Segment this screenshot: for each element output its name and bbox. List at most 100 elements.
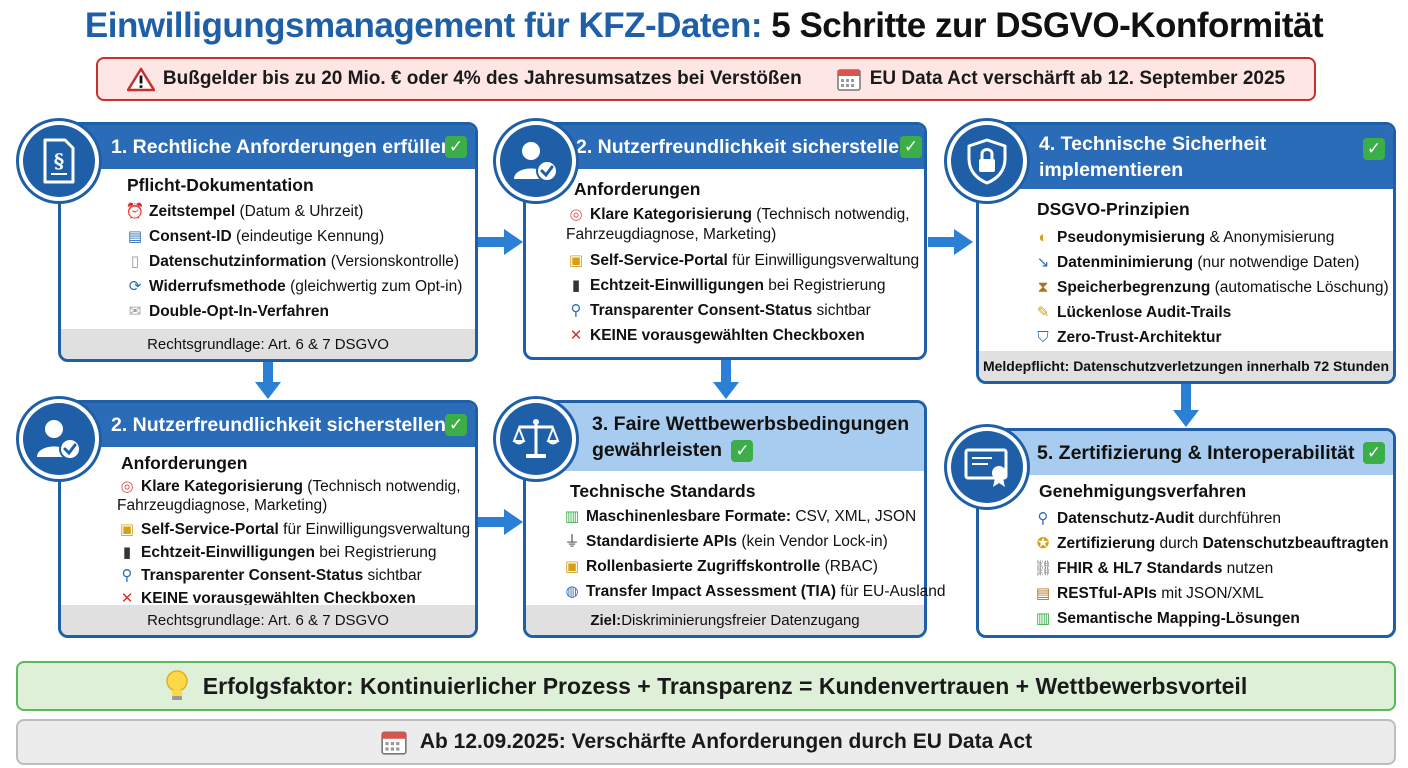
plug-icon: ⏚: [564, 533, 580, 550]
data-act-warning-text: EU Data Act verschärft ab 12. September …: [869, 68, 1286, 89]
card-step-2-bottom: 2. Nutzerfreundlichkeit sicherstellen ✓ …: [58, 400, 478, 638]
list-item: ▤Consent-ID (eindeutige Kennung): [125, 224, 462, 249]
card-step-2-bottom-list: ◎Klare Kategorisierung (Technisch notwen…: [117, 477, 477, 610]
hourglass-icon: ⧗: [1037, 279, 1049, 296]
list-item: ✎Lückenlose Audit-Trails: [1033, 300, 1389, 325]
target-icon: ◎: [120, 478, 134, 495]
medal-icon: ✪: [1036, 535, 1050, 552]
card-step-3-list: ▥Maschinenlesbare Formate: CSV, XML, JSO…: [562, 504, 946, 604]
list-item: ⏚Standardisierte APIs (kein Vendor Lock-…: [562, 529, 946, 554]
bar-chart-icon: ▥: [1035, 610, 1051, 627]
list-item: ◍Transfer Impact Assessment (TIA) für EU…: [562, 579, 945, 604]
card-step-2-top-header: 2. Nutzerfreundlichkeit sicherstellen ✓: [526, 125, 924, 169]
card-step-1-header: 1. Rechtliche Anforderungen erfüllen ✓: [61, 125, 475, 169]
arrow-down-icon: [255, 362, 281, 399]
smartphone-icon: ▮: [571, 277, 581, 294]
card-step-5: 5. Zertifizierung & Interoperabilität ✓ …: [976, 428, 1396, 638]
card-step-4-title: 4. Technische Sicherheit implementieren: [1039, 133, 1267, 181]
success-factor-banner: Erfolgsfaktor: Kontinuierlicher Prozess …: [16, 661, 1396, 711]
list-item: ▥Maschinenlesbare Formate: CSV, XML, JSO…: [562, 504, 946, 529]
fine-warning-text: Bußgelder bis zu 20 Mio. € oder 4% des J…: [162, 68, 802, 89]
card-step-2-bottom-subtitle: Anforderungen: [121, 453, 248, 473]
svg-text:§: §: [54, 149, 64, 173]
list-item: ✪Zertifizierung durch Datenschutzbeauftr…: [1033, 531, 1389, 556]
card-step-2-bottom-title: 2. Nutzerfreundlichkeit sicherstellen: [111, 414, 446, 436]
list-item: ▣Rollenbasierte Zugriffskontrolle (RBAC): [562, 554, 946, 579]
list-item: ▣Self-Service-Portal für Einwilligungsve…: [117, 518, 477, 541]
list-item: ⚲Transparenter Consent-Status sichtbar: [117, 564, 477, 587]
card-step-2-top: 2. Nutzerfreundlichkeit sicherstellen ✓ …: [523, 122, 927, 360]
card-step-3: 3. Faire Wettbewerbsbedingungen gewährle…: [523, 400, 946, 638]
card-step-1: 1. Rechtliche Anforderungen erfüllen ✓ P…: [58, 122, 478, 362]
check-icon: ✓: [731, 439, 754, 462]
card-step-5-title: 5. Zertifizierung & Interoperabilität: [1037, 442, 1355, 464]
envelope-icon: ✉: [128, 303, 142, 320]
check-icon: ✓: [1363, 138, 1385, 160]
list-item: ◎Klare Kategorisierung (Technisch notwen…: [566, 206, 910, 243]
lightbulb-icon: [166, 670, 188, 700]
card-step-2-bottom-header: 2. Nutzerfreundlichkeit sicherstellen ✓: [61, 403, 475, 447]
warning-icon: [126, 67, 155, 91]
target-icon: ◎: [569, 206, 583, 223]
list-item: ⏰Zeitstempel (Datum & Uhrzeit): [125, 199, 462, 224]
card-step-4-footer: Meldepflicht: Datenschutzverletzungen in…: [979, 351, 1393, 381]
list-item: ▮Echtzeit-Einwilligungen bei Registrieru…: [566, 273, 926, 298]
alarm-clock-icon: ⏰: [125, 203, 145, 220]
magnifier-icon: ⚲: [121, 567, 133, 584]
cross-icon: ✕: [120, 590, 134, 607]
list-item: ✕KEINE vorausgewählten Checkboxen: [566, 323, 926, 348]
arrow-down-icon: [713, 360, 739, 399]
lock-icon: ▣: [119, 521, 135, 538]
data-act-banner: Ab 12.09.2025: Verschärfte Anforderungen…: [16, 719, 1396, 765]
card-step-4: 4. Technische Sicherheit implementieren …: [976, 122, 1396, 384]
magnifier-icon: ⚲: [570, 302, 582, 319]
check-icon: ✓: [445, 136, 467, 158]
card-step-1-list: ⏰Zeitstempel (Datum & Uhrzeit) ▤Consent-…: [125, 199, 463, 324]
list-item: ⚲Transparenter Consent-Status sichtbar: [566, 298, 926, 323]
list-item: ⚲Datenschutz-Audit durchführen: [1033, 506, 1389, 531]
page-title: Einwilligungsmanagement für KFZ-Daten: 5…: [0, 6, 1408, 46]
list-item: ↘Datenminimierung (nur notwendige Daten): [1033, 250, 1389, 275]
card-step-5-header: 5. Zertifizierung & Interoperabilität ✓: [979, 431, 1393, 475]
magnifier-icon: ⚲: [1037, 510, 1049, 527]
calendar-icon: [381, 731, 407, 755]
data-act-text: Ab 12.09.2025: Verschärfte Anforderungen…: [419, 730, 1033, 753]
card-step-3-subtitle: Technische Standards: [570, 481, 756, 501]
list-item: ▣Self-Service-Portal für Einwilligungsve…: [566, 248, 926, 273]
link-icon: ⛓: [1033, 560, 1053, 577]
arrow-right-icon: [478, 509, 523, 535]
card-step-4-subtitle: DSGVO-Prinzipien: [1037, 199, 1190, 219]
card-step-3-header: 3. Faire Wettbewerbsbedingungen gewährle…: [526, 403, 924, 471]
arrow-down-icon: [1173, 384, 1199, 427]
certificate-badge-icon: [944, 424, 1030, 510]
title-part-2: 5 Schritte zur DSGVO-Konformität: [771, 6, 1324, 45]
list-item: ⧗Speicherbegrenzung (automatische Löschu…: [1033, 275, 1389, 300]
card-step-1-subtitle: Pflicht-Dokumentation: [127, 175, 314, 195]
title-part-1: Einwilligungsmanagement für KFZ-Daten:: [84, 6, 763, 45]
globe-icon: ◍: [565, 583, 579, 600]
cross-icon: ✕: [569, 327, 583, 344]
shield-icon: ⛉: [1037, 329, 1049, 346]
scales-badge-icon: [493, 396, 579, 482]
list-item: ▥Semantische Mapping-Lösungen: [1033, 606, 1389, 631]
card-step-5-subtitle: Genehmigungsverfahren: [1039, 481, 1247, 501]
arrow-right-icon: [928, 229, 973, 255]
user-check-badge-icon: [493, 118, 579, 204]
check-icon: ✓: [445, 414, 467, 436]
arrow-right-icon: [478, 229, 523, 255]
list-item: ✕KEINE vorausgewählten Checkboxen: [117, 587, 477, 610]
card-step-1-title: 1. Rechtliche Anforderungen erfüllen: [111, 136, 453, 158]
card-step-4-header: 4. Technische Sicherheit implementieren …: [979, 125, 1393, 189]
list-item: ✉Double-Opt-In-Verfahren: [125, 299, 462, 324]
calendar-icon: [836, 69, 861, 91]
card-step-1-footer: Rechtsgrundlage: Art. 6 & 7 DSGVO: [61, 329, 475, 359]
card-step-2-top-subtitle: Anforderungen: [574, 179, 701, 199]
card-step-2-bottom-footer: Rechtsgrundlage: Art. 6 & 7 DSGVO: [61, 605, 475, 635]
user-check-badge-icon: [16, 396, 102, 482]
card-step-3-title: 3. Faire Wettbewerbsbedingungen gewährle…: [592, 413, 910, 462]
refresh-icon: ⟳: [128, 278, 142, 295]
success-factor-text: Erfolgsfaktor: Kontinuierlicher Prozess …: [202, 672, 1248, 699]
list-item: ⛓FHIR & HL7 Standards nutzen: [1033, 556, 1389, 581]
smartphone-icon: ▮: [122, 544, 132, 561]
chart-down-icon: ↘: [1036, 254, 1050, 271]
